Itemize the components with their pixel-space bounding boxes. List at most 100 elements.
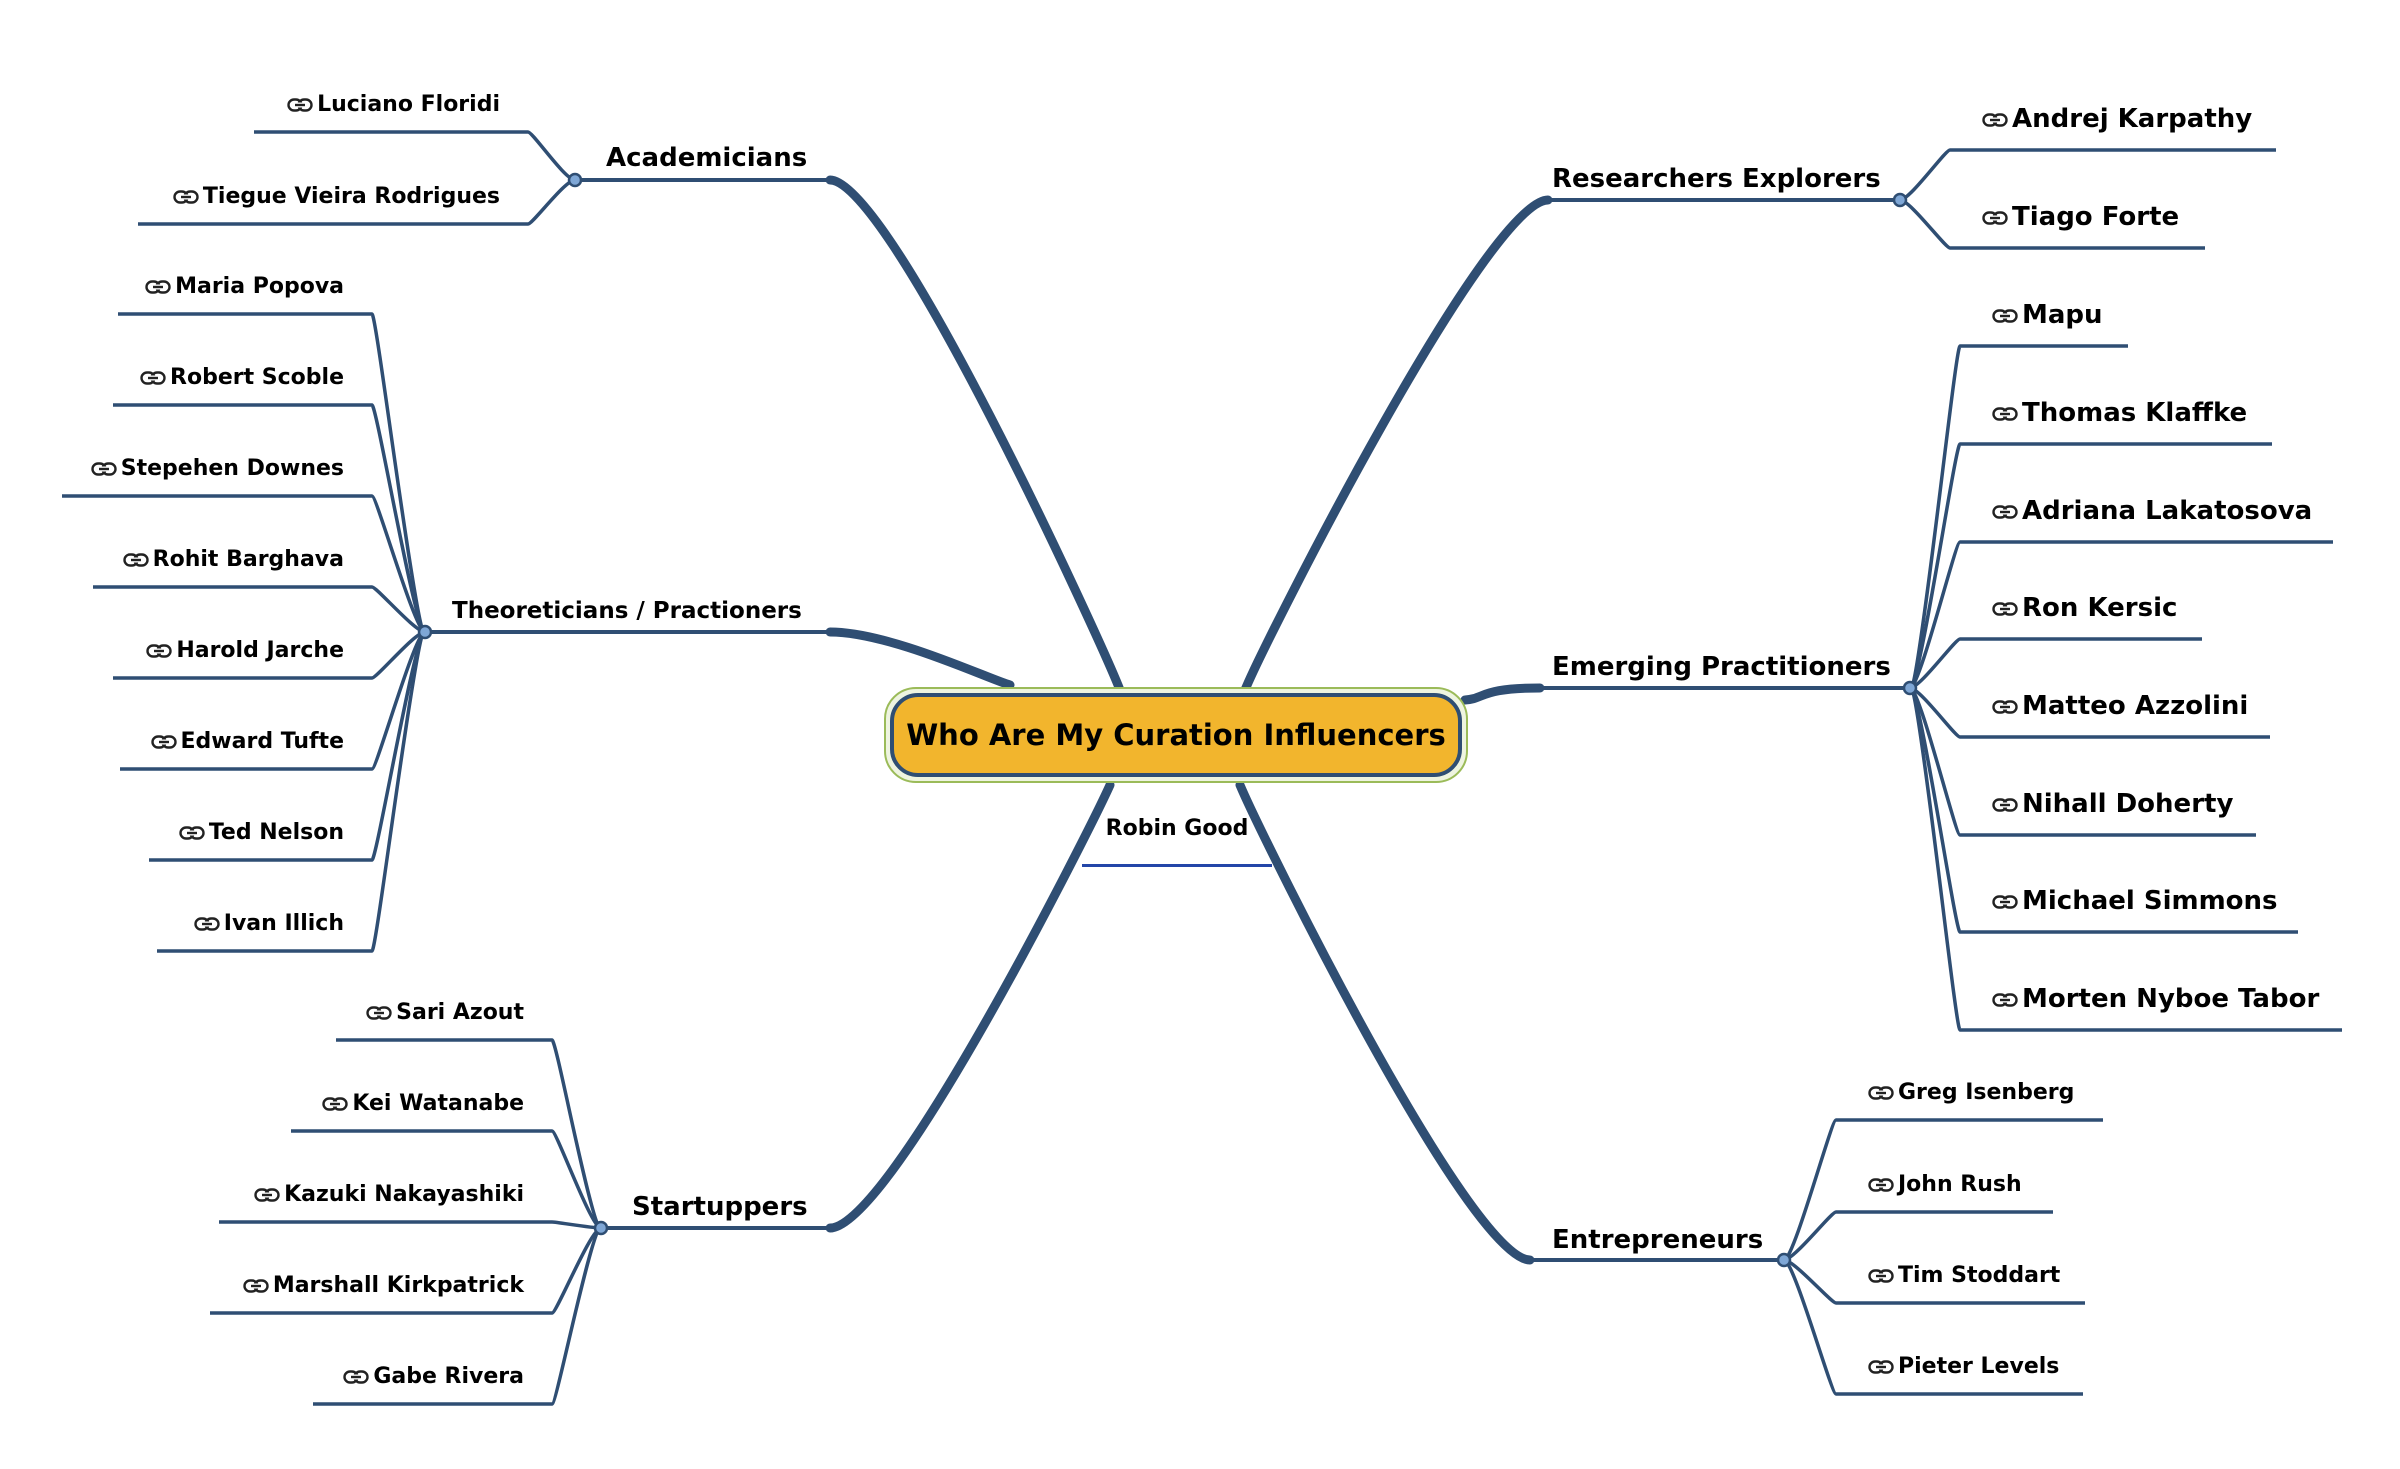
trunk-academicians: [825, 175, 1125, 695]
leaf-theoreticians-2[interactable]: Stepehen Downes: [91, 456, 344, 481]
link-icon: [1982, 210, 2008, 225]
leaf-theoreticians-3[interactable]: Rohit Barghava: [122, 547, 344, 572]
leaf-entrepreneurs-0[interactable]: Greg Isenberg: [1868, 1080, 2074, 1105]
central-topic-title: Who Are My Curation Influencers: [890, 693, 1462, 777]
leaf-entrepreneurs-1[interactable]: John Rush: [1868, 1172, 2022, 1197]
leaf-label: Marshall Kirkpatrick: [272, 1273, 524, 1298]
leaf-label: Robert Scoble: [170, 365, 344, 390]
leaf-label: Adriana Lakatosova: [2022, 496, 2313, 526]
leaf-label: Tim Stoddart: [1898, 1263, 2061, 1288]
leaf-startuppers-4[interactable]: Gabe Rivera: [343, 1364, 524, 1389]
trunk-entrepreneurs: [1235, 780, 1535, 1265]
leaf-label: Stepehen Downes: [120, 456, 344, 481]
branch-startuppers[interactable]: Startuppers: [632, 1192, 808, 1222]
link-icon: [140, 371, 166, 385]
link-icon: [1992, 504, 2018, 519]
leaf-connector-emerging-7: [1908, 686, 1962, 1032]
leaf-startuppers-3[interactable]: Marshall Kirkpatrick: [243, 1273, 524, 1298]
leaf-emerging-0[interactable]: Mapu: [1992, 300, 2103, 330]
branch-entrepreneurs[interactable]: Entrepreneurs: [1552, 1225, 1764, 1255]
branch-academicians[interactable]: Academicians: [606, 143, 808, 173]
leaf-label: Harold Jarche: [176, 638, 344, 663]
leaf-theoreticians-4[interactable]: Harold Jarche: [146, 638, 344, 663]
leaf-label: Ivan Illich: [223, 911, 344, 936]
link-icon: [194, 917, 220, 931]
leaf-connector-emerging-0: [1908, 344, 1962, 690]
leaf-theoreticians-0[interactable]: Maria Popova: [145, 274, 344, 299]
link-icon: [1868, 1360, 1894, 1374]
trunk-emerging: [1460, 683, 1545, 705]
leaf-emerging-2[interactable]: Adriana Lakatosova: [1992, 496, 2312, 526]
leaf-label: Tiago Forte: [2012, 202, 2180, 232]
leaf-emerging-4[interactable]: Matteo Azzolini: [1992, 691, 2248, 721]
link-icon: [1868, 1086, 1894, 1100]
branch-theoreticians[interactable]: Theoreticians / Practioners: [452, 598, 802, 624]
link-icon: [91, 462, 117, 476]
leaf-label: Michael Simmons: [2022, 886, 2278, 916]
leaf-entrepreneurs-2[interactable]: Tim Stoddart: [1868, 1263, 2060, 1288]
leaf-connector-academicians-1: [527, 178, 576, 226]
leaf-emerging-3[interactable]: Ron Kersic: [1992, 593, 2177, 623]
leaf-label: Thomas Klaffke: [2022, 398, 2248, 428]
leaf-startuppers-0[interactable]: Sari Azout: [366, 1000, 524, 1025]
leaf-researchers-1[interactable]: Tiago Forte: [1982, 202, 2179, 232]
leaf-label: Rohit Barghava: [152, 547, 344, 572]
link-icon: [243, 1279, 269, 1293]
leaf-connector-theoreticians-0: [370, 312, 427, 634]
leaf-label: John Rush: [1898, 1172, 2022, 1197]
leaf-connector-emerging-1: [1908, 442, 1962, 690]
central-topic[interactable]: Who Are My Curation Influencers: [884, 687, 1468, 783]
leaf-label: Sari Azout: [396, 1000, 524, 1025]
leaf-academicians-1[interactable]: Tiegue Vieira Rodrigues: [173, 184, 500, 209]
link-icon: [366, 1006, 392, 1020]
leaf-emerging-5[interactable]: Nihall Doherty: [1992, 789, 2233, 819]
link-icon: [1992, 894, 2018, 909]
leaf-emerging-7[interactable]: Morten Nyboe Tabor: [1992, 984, 2319, 1014]
leaf-label: Luciano Floridi: [317, 92, 500, 117]
trunk-theoreticians: [825, 627, 1015, 690]
leaf-label: Mapu: [2022, 300, 2103, 330]
branch-emerging[interactable]: Emerging Practitioners: [1552, 652, 1891, 682]
leaf-theoreticians-7[interactable]: Ivan Illich: [194, 911, 344, 936]
leaf-connector-researchers-0: [1899, 148, 1951, 202]
hub-dot-academicians: [567, 172, 583, 188]
leaf-theoreticians-5[interactable]: Edward Tufte: [150, 729, 344, 754]
leaf-startuppers-2[interactable]: Kazuki Nakayashiki: [254, 1182, 524, 1207]
leaf-label: Greg Isenberg: [1898, 1080, 2075, 1105]
leaf-label: Matteo Azzolini: [2022, 691, 2249, 721]
leaf-connector-emerging-2: [1908, 540, 1962, 690]
link-icon: [150, 735, 177, 749]
link-icon: [145, 280, 171, 294]
leaf-entrepreneurs-3[interactable]: Pieter Levels: [1868, 1354, 2059, 1379]
leaf-connector-theoreticians-1: [370, 403, 427, 634]
leaf-connector-researchers-1: [1899, 198, 1951, 250]
link-icon: [1992, 308, 2018, 323]
leaf-label: Gabe Rivera: [373, 1364, 524, 1389]
branch-researchers[interactable]: Researchers Explorers: [1552, 164, 1881, 194]
hub-dot-startuppers: [593, 1220, 609, 1236]
author-label: Robin Good: [1105, 816, 1249, 841]
hub-dot-researchers: [1892, 192, 1908, 208]
leaf-theoreticians-6[interactable]: Ted Nelson: [179, 820, 344, 845]
link-icon: [179, 826, 205, 840]
leaf-emerging-1[interactable]: Thomas Klaffke: [1992, 398, 2247, 428]
leaf-emerging-6[interactable]: Michael Simmons: [1992, 886, 2278, 916]
leaf-theoreticians-1[interactable]: Robert Scoble: [140, 365, 344, 390]
leaf-label: Ron Kersic: [2022, 593, 2178, 623]
link-icon: [1992, 699, 2018, 714]
leaf-label: Edward Tufte: [180, 729, 344, 754]
leaf-connector-entrepreneurs-1: [1783, 1210, 1837, 1262]
link-icon: [1868, 1178, 1894, 1192]
leaf-label: Ted Nelson: [208, 820, 344, 845]
leaf-academicians-0[interactable]: Luciano Floridi: [287, 92, 500, 117]
leaf-startuppers-1[interactable]: Kei Watanabe: [322, 1091, 524, 1116]
trunk-startuppers: [825, 780, 1115, 1233]
author-underline: [1082, 864, 1272, 867]
leaf-researchers-0[interactable]: Andrej Karpathy: [1982, 104, 2252, 134]
link-icon: [1992, 992, 2018, 1007]
hub-dot-emerging: [1902, 680, 1918, 696]
leaf-connector-theoreticians-7: [370, 630, 427, 953]
link-icon: [1992, 601, 2018, 616]
link-icon: [1992, 797, 2018, 812]
